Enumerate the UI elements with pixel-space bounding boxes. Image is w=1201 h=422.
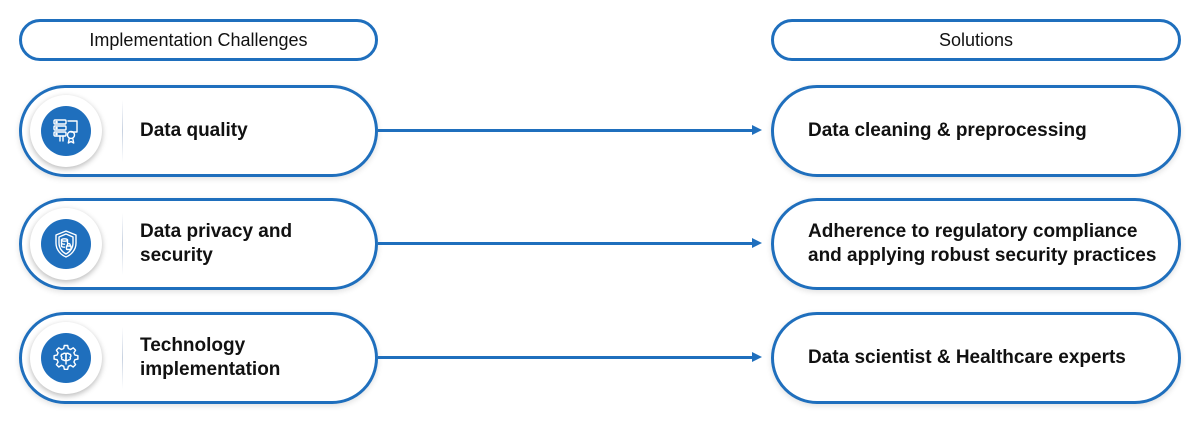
arrow-head-icon [752,352,762,362]
icon-badge [30,322,102,394]
challenge-solution-row: Data privacy and security Adherence to r… [0,198,1201,290]
solution-label: Adherence to regulatory compliance and a… [808,221,1157,266]
connector-arrow-line [378,129,756,132]
challenges-header-label: Implementation Challenges [89,29,308,50]
challenge-solution-row: Technology implementation Data scientist… [0,312,1201,404]
connector-arrow-line [378,356,756,359]
solution-card: Data scientist & Healthcare experts [771,312,1181,404]
challenge-card: Data quality [19,85,378,177]
challenge-card: Technology implementation [19,312,378,404]
shield-database-icon [41,219,91,269]
arrow-head-icon [752,238,762,248]
challenges-header: Implementation Challenges [19,19,378,61]
arrow-head-icon [752,125,762,135]
challenge-label: Data quality [140,120,248,141]
challenge-solution-row: Data quality Data cleaning & preprocessi… [0,85,1201,177]
card-divider [122,327,123,389]
card-divider [122,213,123,275]
challenge-card: Data privacy and security [19,198,378,290]
challenge-label: Technology implementation [140,335,281,380]
solution-card: Data cleaning & preprocessing [771,85,1181,177]
challenge-label: Data privacy and security [140,221,293,266]
solution-label: Data scientist & Healthcare experts [808,347,1126,368]
connector-arrow-line [378,242,756,245]
database-certificate-icon [41,106,91,156]
solutions-header-label: Solutions [938,29,1014,50]
solutions-header: Solutions [771,19,1181,61]
card-divider [122,100,123,162]
icon-badge [30,208,102,280]
icon-badge [30,95,102,167]
gear-brain-icon [41,333,91,383]
solution-card: Adherence to regulatory compliance and a… [771,198,1181,290]
solution-label: Data cleaning & preprocessing [808,120,1087,141]
